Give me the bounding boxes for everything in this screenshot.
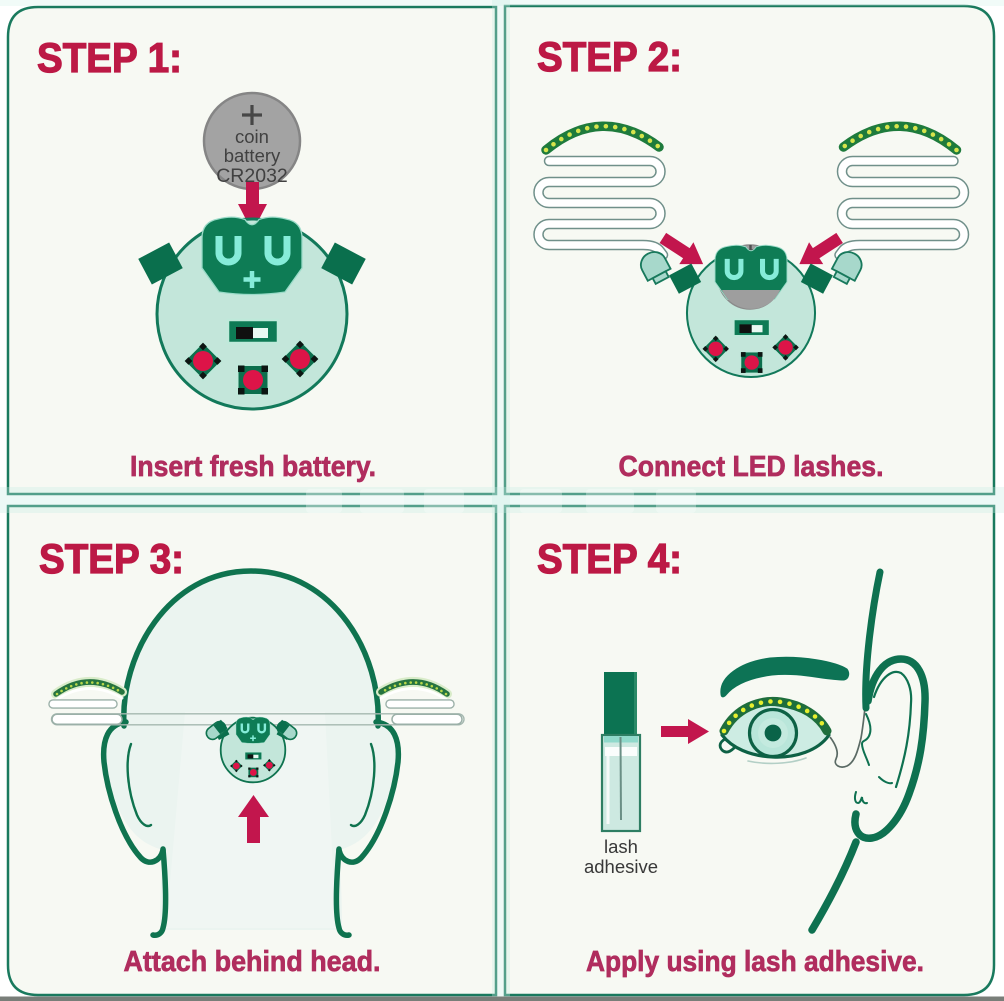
svg-text:Connect LED lashes.: Connect LED lashes. — [619, 451, 884, 483]
svg-text:STEP 2:: STEP 2: — [537, 33, 682, 80]
svg-text:STEP 1:: STEP 1: — [37, 34, 182, 81]
svg-text:lash: lash — [604, 836, 638, 857]
svg-text:Apply using lash adhesive.: Apply using lash adhesive. — [586, 946, 924, 978]
svg-text:battery: battery — [224, 145, 281, 166]
svg-text:STEP 4:: STEP 4: — [537, 535, 682, 582]
svg-text:Insert fresh battery.: Insert fresh battery. — [130, 451, 376, 483]
svg-text:Attach behind head.: Attach behind head. — [124, 946, 381, 978]
svg-text:coin: coin — [235, 126, 269, 147]
svg-text:CR2032: CR2032 — [216, 165, 288, 187]
svg-text:adhesive: adhesive — [584, 856, 658, 877]
svg-text:STEP 3:: STEP 3: — [39, 535, 184, 582]
